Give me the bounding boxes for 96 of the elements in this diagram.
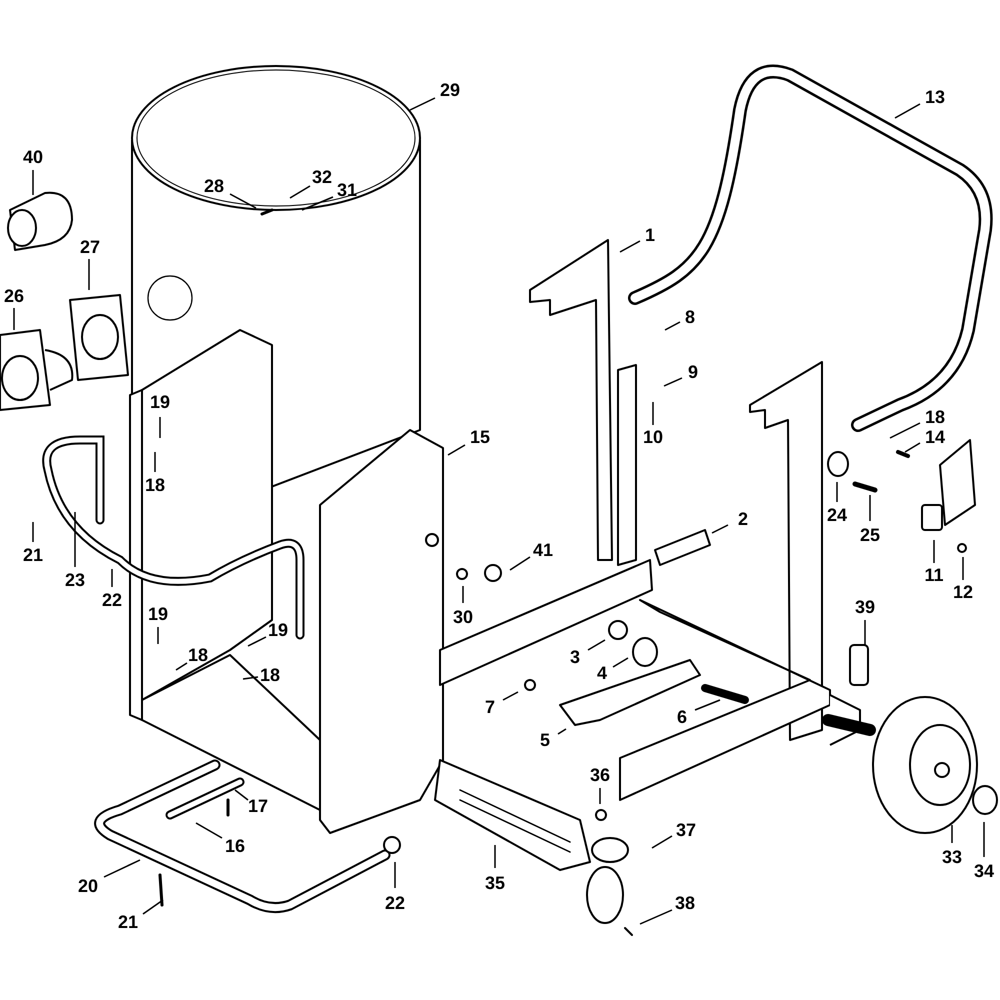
leader-line <box>712 524 728 534</box>
leader-line <box>588 639 606 651</box>
callout-number: 35 <box>484 874 506 892</box>
callout-number: 22 <box>102 591 122 609</box>
callout-number: 27 <box>80 238 100 256</box>
leader-line <box>154 452 156 472</box>
leader-line <box>410 97 436 111</box>
leader-line <box>159 417 161 438</box>
callout-number: 26 <box>4 287 24 305</box>
callout-number: 25 <box>860 526 880 544</box>
leader-line <box>248 636 266 647</box>
callout-number: 41 <box>532 541 554 559</box>
callout-number: 17 <box>248 797 268 815</box>
callout-number: 20 <box>78 877 98 895</box>
leader-line <box>652 402 654 425</box>
callout-number: 5 <box>540 731 550 749</box>
callout-number: 2 <box>738 510 748 528</box>
callout-number: 9 <box>688 363 698 381</box>
leader-line <box>157 627 159 644</box>
leader-line <box>111 569 113 587</box>
callout-number: 6 <box>677 708 687 726</box>
leader-line <box>836 482 838 502</box>
leader-line <box>104 859 140 878</box>
callout-number: 39 <box>854 598 876 616</box>
callout-number: 11 <box>924 566 944 584</box>
leader-line <box>664 321 680 331</box>
callout-number: 40 <box>22 148 44 166</box>
leader-line <box>448 444 466 456</box>
leader-line <box>640 909 672 925</box>
callout-number: 14 <box>924 428 946 446</box>
leader-line <box>74 512 76 567</box>
callout-number: 3 <box>570 648 580 666</box>
leader-line <box>694 699 720 711</box>
leader-line <box>510 556 530 571</box>
leader-line <box>290 185 310 199</box>
callout-number: 21 <box>22 546 44 564</box>
callout-number: 18 <box>188 646 208 664</box>
leader-line <box>962 557 964 580</box>
leader-line <box>864 620 866 645</box>
callout-number: 16 <box>224 837 246 855</box>
leader-line <box>32 170 34 195</box>
leader-line <box>664 377 682 387</box>
callout-number: 19 <box>268 621 288 639</box>
leader-line <box>230 193 256 209</box>
callout-number: 29 <box>440 81 460 99</box>
callout-number: 34 <box>974 862 994 880</box>
leader-line <box>612 657 628 668</box>
leader-line <box>620 240 640 253</box>
callout-number: 18 <box>260 666 280 684</box>
callout-number: 32 <box>312 168 332 186</box>
leader-line <box>933 540 935 563</box>
callout-number: 21 <box>118 913 138 931</box>
callout-number: 31 <box>336 181 358 199</box>
leader-line <box>951 825 953 843</box>
callout-number: 18 <box>924 408 946 426</box>
leader-line <box>176 662 188 671</box>
callout-number: 38 <box>674 894 696 912</box>
callout-number: 12 <box>952 583 974 601</box>
leader-line <box>983 822 985 857</box>
callout-number: 19 <box>150 393 170 411</box>
callout-number: 23 <box>64 571 86 589</box>
callout-number: 28 <box>204 177 224 195</box>
callout-number: 1 <box>645 226 655 244</box>
leader-line <box>302 196 334 211</box>
callout-number: 18 <box>144 476 166 494</box>
callout-number: 36 <box>590 766 610 784</box>
leader-line <box>242 676 258 680</box>
leader-line <box>13 308 15 330</box>
leader-line <box>558 728 566 735</box>
callout-number: 19 <box>148 605 168 623</box>
leader-line <box>890 422 920 439</box>
leader-line <box>32 522 34 542</box>
leader-line <box>904 442 920 453</box>
leader-line <box>394 862 396 888</box>
callout-number: 10 <box>642 428 664 446</box>
leader-line <box>494 845 496 868</box>
callout-number: 15 <box>470 428 490 446</box>
callout-number: 33 <box>942 848 962 866</box>
leader-line <box>599 788 601 804</box>
leader-line <box>196 822 222 839</box>
callout-number: 37 <box>676 821 696 839</box>
leader-line <box>502 691 518 701</box>
leader-line <box>894 103 920 119</box>
leader-line <box>234 789 248 801</box>
callout-number: 7 <box>485 698 495 716</box>
callout-number: 30 <box>452 608 474 626</box>
leader-line <box>142 899 164 915</box>
leader-line <box>462 586 464 603</box>
leader-line <box>652 835 672 849</box>
leader-line <box>869 495 871 521</box>
callout-number: 4 <box>597 664 607 682</box>
callout-number: 22 <box>384 894 406 912</box>
callout-number: 8 <box>685 308 695 326</box>
callout-number: 13 <box>924 88 946 106</box>
leader-line <box>88 259 90 290</box>
callout-number: 24 <box>826 506 848 524</box>
